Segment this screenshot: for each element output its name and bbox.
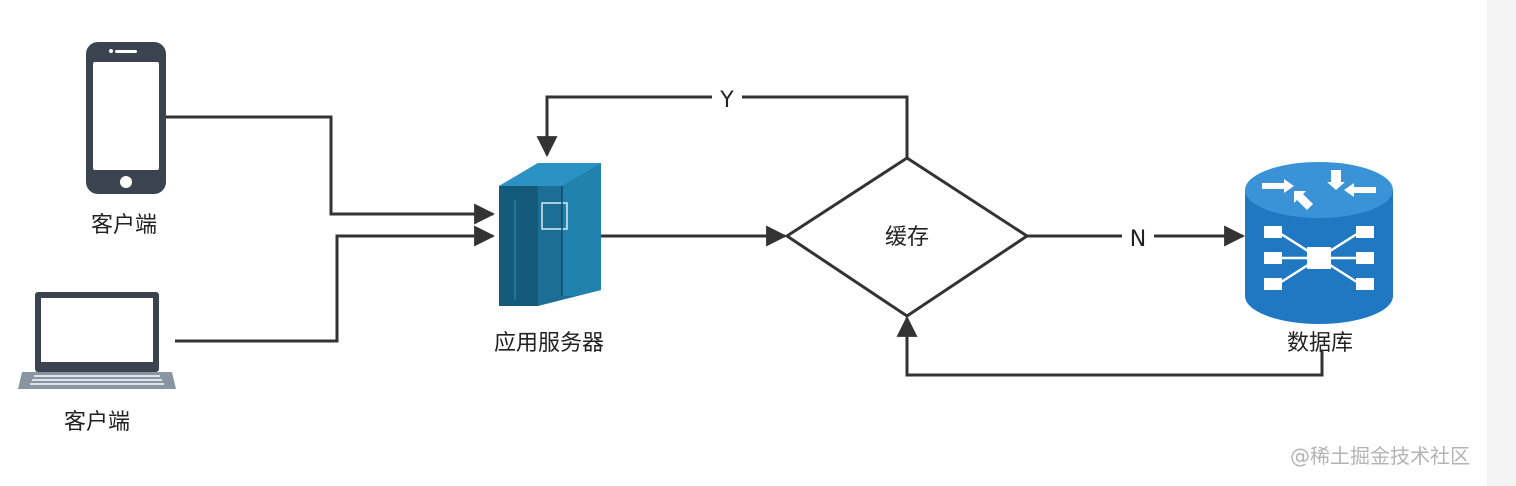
- edge-label-bg-y: [712, 85, 742, 109]
- watermark-text: @稀土掘金技术社区: [1290, 444, 1470, 468]
- database-router-icon: [1245, 162, 1393, 324]
- edge-laptop-to-server: [175, 225, 496, 343]
- laptop-icon: [18, 292, 176, 389]
- client-phone-label: 客户端: [91, 213, 157, 238]
- page-edge-strip: [1487, 0, 1516, 486]
- server-icon: [499, 163, 601, 306]
- smartphone-icon: [86, 42, 166, 194]
- edge-phone-to-server: [165, 115, 496, 225]
- client-laptop-label: 客户端: [64, 410, 130, 435]
- cache-label: 缓存: [885, 225, 929, 250]
- edge-label-bg-n: [1122, 224, 1154, 248]
- cache-decision-diamond: [784, 156, 1030, 318]
- database-label: 数据库: [1287, 331, 1353, 356]
- app-server-label: 应用服务器: [494, 331, 604, 356]
- edge-label-yes: Y: [719, 88, 734, 113]
- edge-database-to-cache: [896, 315, 1324, 377]
- edge-label-no: N: [1130, 227, 1146, 252]
